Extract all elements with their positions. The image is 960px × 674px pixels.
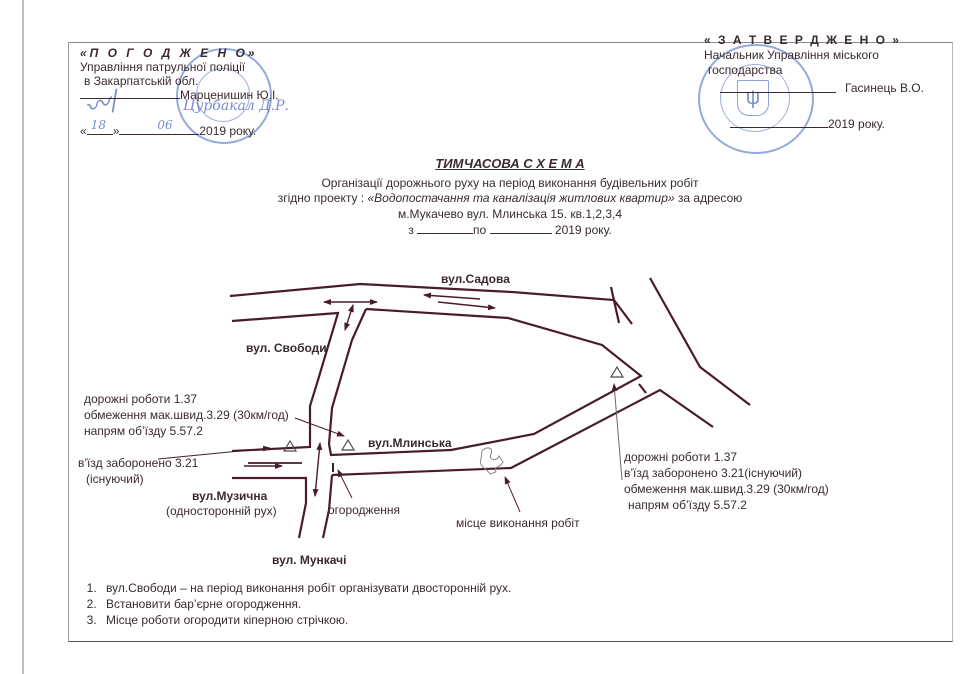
approval-left-signature-line: Марценишин Ю.І.: [80, 88, 279, 102]
no-entry-label-1: в’їзд заборонено 3.21: [78, 456, 199, 470]
street-label-munkachi: вул. Мункачі: [272, 553, 347, 567]
date-day: 18: [90, 118, 106, 132]
approval-left-signatory: Марценишин Ю.І.: [180, 88, 279, 102]
approval-left-line2: в Закарпатській обл.: [84, 74, 199, 88]
approval-left-handwritten-name: Цурбакал Д.Р.: [183, 98, 289, 114]
right-sign-label-1: дорожні роботи 1.37: [624, 450, 738, 464]
police-stamp-inner: [196, 68, 250, 122]
right-sign-label-4: напрям об’їзду 5.57.2: [628, 498, 747, 512]
no-entry-label-2: (існуючий): [86, 472, 144, 486]
title-line2: згідно проекту : «Водопостачання та кана…: [277, 191, 743, 205]
approval-right-signatory: Гасинець В.О.: [845, 81, 924, 95]
traffic-arrows: [244, 292, 496, 497]
approval-right-line1: Начальник Управління міського: [704, 48, 879, 62]
approval-left-heading: «П О Г О Д Ж Е Н О»: [80, 46, 258, 60]
approval-right-heading: « З А Т В Е Р Д Ж Е Н О »: [704, 33, 901, 47]
work-site-label: місце виконання робіт: [456, 516, 580, 530]
right-sign-label-2: в’їзд заборонено 3.21(існуючий): [624, 466, 802, 480]
date-month: 06: [157, 118, 173, 132]
left-sign-label-1: дорожні роботи 1.37: [84, 392, 198, 406]
right-sign-label-3: обмеження мак.швид.3.29 (30км/год): [624, 482, 829, 496]
street-note-muzychna: (односторонній рух): [166, 504, 277, 518]
approval-right-line2: господарства: [708, 63, 783, 77]
work-site-area: [479, 447, 504, 475]
street-label-muzychna: вул.Музична: [192, 489, 268, 503]
title-line1: Організації дорожнього руху на період ви…: [321, 176, 699, 190]
note-item: Місце роботи огородити кіперною стрічкою…: [100, 612, 511, 628]
notes-list: вул.Свободи – на період виконання робіт …: [76, 580, 511, 628]
note-item: Встановити бар’єрне огородження.: [100, 596, 511, 612]
road-outlines: [229, 277, 751, 539]
document-title: ТИМЧАСОВА С Х Е М А: [435, 156, 585, 171]
document-frame: [68, 42, 953, 642]
note-item: вул.Свободи – на період виконання робіт …: [100, 580, 511, 596]
approval-right-signature-line: [720, 82, 836, 96]
project-name: «Водопостачання та каналізація житлових …: [367, 191, 675, 205]
left-sign-label-3: напрям об’їзду 5.57.2: [84, 424, 203, 438]
title-period: з по 2019 року.: [408, 223, 612, 237]
road-sign-icons: [282, 365, 625, 452]
approval-right-date: 2019 року.: [730, 117, 885, 131]
pointer-lines: [157, 383, 623, 513]
scan-edge: [22, 0, 24, 674]
city-council-stamp: [698, 44, 814, 154]
title-address: м.Мукачево вул. Млинська 15. кв.1,2,3,4: [397, 207, 623, 221]
street-label-sadova: вул.Садова: [441, 272, 510, 286]
city-council-stamp-inner: [720, 64, 790, 132]
left-sign-label-2: обмеження мак.швид.3.29 (30км/год): [84, 408, 289, 422]
police-stamp: [176, 48, 272, 144]
fence-label: огородження: [328, 503, 400, 517]
street-label-svobody: вул. Свободи: [246, 341, 327, 355]
street-label-mlynska: вул.Млинська: [368, 436, 452, 450]
approval-left-line1: Управління патрульної поліції: [80, 60, 246, 74]
